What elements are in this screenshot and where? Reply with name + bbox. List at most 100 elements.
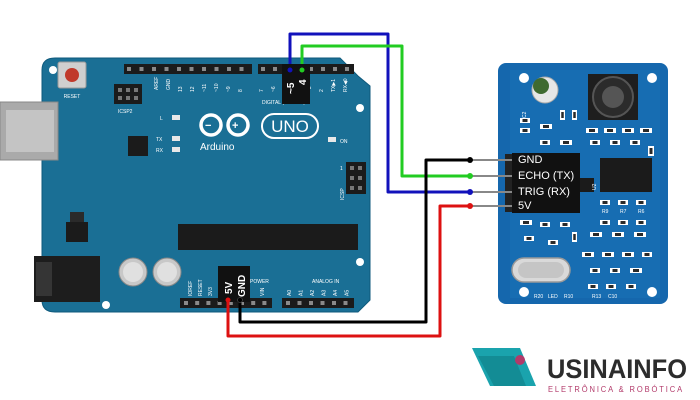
brand-label: Arduino — [200, 142, 235, 153]
header-hole — [286, 301, 290, 305]
sensor-ic-small — [580, 178, 594, 192]
header-hole — [345, 67, 349, 71]
header-hole — [320, 301, 325, 305]
header-hole — [184, 301, 188, 305]
r9-label: R9 — [602, 209, 609, 215]
smd-component — [600, 200, 610, 205]
header-hole — [321, 67, 325, 71]
l-label: L — [160, 116, 163, 122]
mounting-hole — [519, 73, 529, 83]
smd-component — [610, 268, 620, 273]
sensor-pin-label-box — [512, 153, 580, 213]
svg-text:+: + — [232, 120, 238, 132]
usinainfo-logo: USINAINFO ELETRÔNICA & ROBÓTICA — [472, 348, 687, 394]
rx-label: RX — [156, 148, 164, 154]
digital-pin-label: TX▶1 — [331, 79, 337, 92]
mounting-hole — [647, 287, 657, 297]
logo-dot — [515, 355, 525, 365]
smd-component — [560, 140, 572, 145]
arduino-logo: − + — [199, 113, 250, 137]
analog-header — [282, 298, 354, 308]
v33-label: 3V3 — [208, 287, 214, 296]
callout-5v: 5V — [224, 281, 235, 294]
smd-component — [520, 118, 530, 123]
header-hole — [239, 67, 244, 71]
wire-end-green — [467, 173, 473, 179]
callout-gnd: GND — [237, 275, 248, 297]
sensor-pin-label: TRIG (RX) — [518, 186, 570, 198]
power-header — [180, 298, 272, 308]
analog-pin-label: A2 — [310, 290, 316, 296]
smd-component — [572, 110, 577, 120]
ioref-label: IOREF — [188, 281, 194, 296]
analog-pin-label: A0 — [287, 290, 293, 296]
smd-component — [572, 232, 577, 242]
sensor-pin-label: ECHO (TX) — [518, 170, 574, 182]
smd-component — [626, 284, 636, 289]
smd-component — [606, 284, 616, 289]
smd-component — [634, 232, 646, 237]
wire-5v-red — [226, 204, 470, 338]
usb-connector-inner — [6, 110, 54, 152]
smd-component — [600, 220, 610, 225]
header-hole — [164, 67, 169, 71]
header-hole — [343, 301, 348, 305]
header-hole — [309, 301, 313, 305]
r13-label: R13 — [592, 294, 601, 300]
sensor-smd-components — [520, 110, 654, 289]
smd-component — [586, 128, 598, 133]
smd-component — [520, 128, 530, 133]
smd-component — [604, 128, 616, 133]
logo-mark-shade — [478, 356, 526, 386]
atmega-chip — [178, 224, 358, 250]
header-hole — [206, 301, 211, 305]
smd-component — [618, 200, 628, 205]
smd-component — [610, 140, 620, 145]
capacitor-top — [123, 262, 143, 282]
header-hole — [333, 67, 337, 71]
c2-label: C2 — [522, 111, 528, 118]
smd-component — [630, 140, 640, 145]
tx-label: TX — [156, 137, 163, 143]
smd-component — [642, 252, 652, 257]
smd-component — [640, 128, 652, 133]
header-hole — [273, 67, 277, 71]
callout-pin5: ~5 — [286, 82, 297, 94]
header-hole — [227, 67, 231, 71]
header-hole — [202, 67, 206, 71]
header-hole — [139, 67, 144, 71]
led-label: LED — [548, 294, 558, 300]
r10-label: R10 — [564, 294, 573, 300]
bottom-header-holes — [184, 301, 348, 305]
smd-component — [582, 252, 594, 257]
capacitor-top — [533, 78, 549, 94]
mounting-hole — [356, 258, 364, 266]
digital-pin-label: ~11 — [202, 84, 208, 92]
smd-component — [636, 200, 646, 205]
icsp2-header — [114, 84, 142, 104]
r20-label: R20 — [534, 294, 543, 300]
smd-component — [540, 222, 550, 227]
analog-pin-label: A1 — [299, 290, 305, 296]
smd-component — [590, 232, 602, 237]
smd-component — [588, 284, 598, 289]
reset-button-cap[interactable] — [65, 68, 79, 82]
header-hole — [297, 301, 302, 305]
digital-header-left — [124, 64, 252, 74]
led-rx — [172, 147, 180, 152]
aref-label: AREF — [154, 77, 160, 90]
smd-component — [590, 140, 600, 145]
smd-component — [548, 240, 558, 245]
voltage-regulator — [66, 222, 88, 242]
callout-pin4: 4 — [298, 79, 309, 85]
logo-name: USINAINFO — [547, 354, 687, 384]
header-hole — [217, 301, 222, 305]
smd-component — [524, 236, 534, 241]
icsp-label: ICSP — [340, 188, 346, 200]
sensor-ic — [600, 158, 652, 192]
wire-end-black — [467, 157, 473, 163]
ultrasonic-sensor: U2 C2 C3 R9 R7 R6 R20 LED R10 R13 C10 GN… — [498, 63, 668, 304]
